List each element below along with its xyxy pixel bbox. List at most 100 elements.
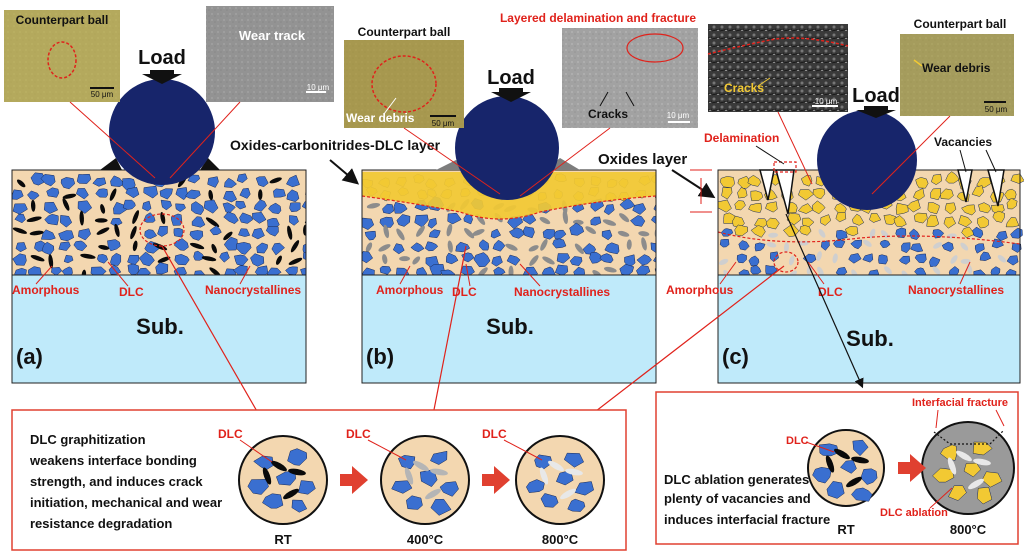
nanocrystal-grain bbox=[632, 203, 647, 215]
layer-label-c: Oxides layer bbox=[598, 151, 687, 168]
oxide-grain bbox=[912, 187, 925, 201]
oxide-grain bbox=[977, 216, 989, 229]
nanocrystal-grain bbox=[300, 267, 306, 275]
nano-label-a: Nanocrystallines bbox=[205, 283, 301, 297]
amorphous-grain bbox=[30, 199, 36, 212]
oxide-grain bbox=[844, 226, 859, 237]
left-text-5: resistance degradation bbox=[30, 516, 172, 531]
load-arrow-c bbox=[856, 106, 896, 118]
amorphous-grain bbox=[79, 210, 84, 226]
nanocrystal-grain bbox=[144, 229, 158, 239]
nanocrystal-grain bbox=[191, 216, 206, 228]
amorphous-grain bbox=[223, 231, 233, 241]
dlc-tag-800: DLC bbox=[482, 427, 507, 441]
graphitized-grain bbox=[365, 242, 373, 253]
nanocrystal-grain bbox=[479, 239, 490, 251]
amorphous-grain bbox=[303, 224, 306, 236]
delamination-box-c bbox=[773, 161, 797, 173]
circle-grain bbox=[540, 493, 559, 508]
vacancy-grain bbox=[869, 228, 876, 239]
nanocrystal-grain bbox=[362, 217, 375, 230]
wedge-right-a bbox=[200, 158, 220, 170]
nanocrystal-grain bbox=[1011, 243, 1022, 253]
nanocrystal-grain bbox=[233, 254, 249, 266]
dlc-tag-400: DLC bbox=[346, 427, 371, 441]
nanocrystal-grain bbox=[895, 227, 907, 239]
nanocrystal-grain bbox=[191, 201, 205, 215]
circle-dlc-grain bbox=[846, 476, 862, 488]
graphitized-grain bbox=[446, 223, 453, 237]
nanocrystal-grain bbox=[491, 255, 503, 267]
nanocrystal-grain bbox=[173, 227, 183, 238]
left-text-1: DLC graphitization bbox=[30, 432, 146, 447]
nanocrystal-grain bbox=[127, 263, 140, 275]
nanocrystal-grain bbox=[991, 238, 1004, 249]
photo-counterpart-a: Counterpart ball 50 μm bbox=[4, 10, 120, 102]
dlc-label-a: DLC bbox=[119, 285, 144, 299]
counterpart-ball-a bbox=[109, 79, 215, 185]
nanocrystal-grain bbox=[185, 189, 201, 200]
circle-grain bbox=[981, 471, 1003, 488]
nanocrystal-grain bbox=[493, 266, 506, 275]
vacancy-grain bbox=[817, 266, 824, 275]
nanocrystal-grain bbox=[879, 239, 891, 248]
oxide-grain bbox=[852, 213, 865, 226]
amorphous-grain bbox=[48, 254, 54, 269]
nanocrystal-grain bbox=[12, 203, 28, 215]
graphitized-grain bbox=[383, 224, 390, 239]
nanocrystal-grain bbox=[92, 177, 107, 187]
nanocrystal-grain bbox=[41, 241, 55, 256]
right-text-2: plenty of vacancies and bbox=[664, 491, 811, 506]
amorphous-grain bbox=[275, 255, 282, 265]
nanocrystal-grain bbox=[28, 266, 42, 275]
svg-text:10 μm: 10 μm bbox=[815, 97, 838, 106]
amorphous-grain bbox=[100, 204, 106, 214]
graphitized-grain bbox=[641, 237, 647, 251]
oxide-grain bbox=[750, 225, 766, 238]
oxide-grain bbox=[799, 225, 812, 236]
nanocrystal-grain bbox=[835, 266, 848, 275]
load-arrow-b bbox=[491, 88, 531, 102]
oxide-grain bbox=[930, 188, 942, 201]
circle-dlc-grain bbox=[404, 467, 414, 485]
amorphous-grain bbox=[269, 177, 282, 184]
nanocrystal-grain bbox=[601, 229, 613, 241]
circle-grain bbox=[391, 480, 413, 494]
graphitized-grain bbox=[540, 238, 548, 251]
oxide-grain bbox=[723, 212, 736, 224]
nanocrystal-grain bbox=[428, 229, 441, 239]
nanocrystal-grain bbox=[909, 228, 921, 240]
nanocrystal-grain bbox=[155, 262, 169, 275]
svg-text:Counterpart ball: Counterpart ball bbox=[358, 25, 451, 39]
nanocrystal-grain bbox=[138, 251, 155, 267]
nanocrystal-grain bbox=[95, 188, 108, 198]
temp-rt-left: RT bbox=[274, 532, 291, 547]
oxide-grain bbox=[812, 188, 826, 200]
amorphous-grain bbox=[26, 216, 42, 223]
oxide-grain bbox=[958, 214, 973, 228]
substrate-c bbox=[717, 274, 1021, 384]
amorphous-grain bbox=[288, 257, 303, 265]
oxide-grain bbox=[895, 202, 909, 215]
nanocrystal-grain bbox=[97, 254, 108, 264]
substrate-label-a: Sub. bbox=[136, 314, 184, 339]
amorphous-grain bbox=[16, 179, 26, 188]
nanocrystal-grain bbox=[393, 201, 408, 214]
nanocrystal-grain bbox=[738, 269, 750, 275]
amorphous-grain bbox=[130, 225, 137, 240]
nanocrystal-grain bbox=[556, 253, 571, 264]
nanocrystal-grain bbox=[203, 199, 219, 214]
circle-dlc-grain bbox=[271, 460, 287, 472]
nanocrystal-grain bbox=[76, 173, 92, 184]
photo-sem-c: Cracks 10 μm bbox=[707, 24, 849, 112]
nanocrystal-grain bbox=[914, 253, 927, 264]
circle-grain bbox=[397, 455, 416, 470]
nanocrystal-grain bbox=[142, 200, 152, 212]
circle-grain bbox=[574, 481, 594, 496]
nanocrystal-grain bbox=[207, 176, 219, 188]
circle-grain bbox=[851, 487, 873, 502]
nanocrystal-grain bbox=[979, 251, 992, 261]
nanocrystal-grain bbox=[238, 228, 251, 237]
grains-rt-right bbox=[812, 439, 878, 502]
amorphous-grain bbox=[80, 253, 96, 259]
